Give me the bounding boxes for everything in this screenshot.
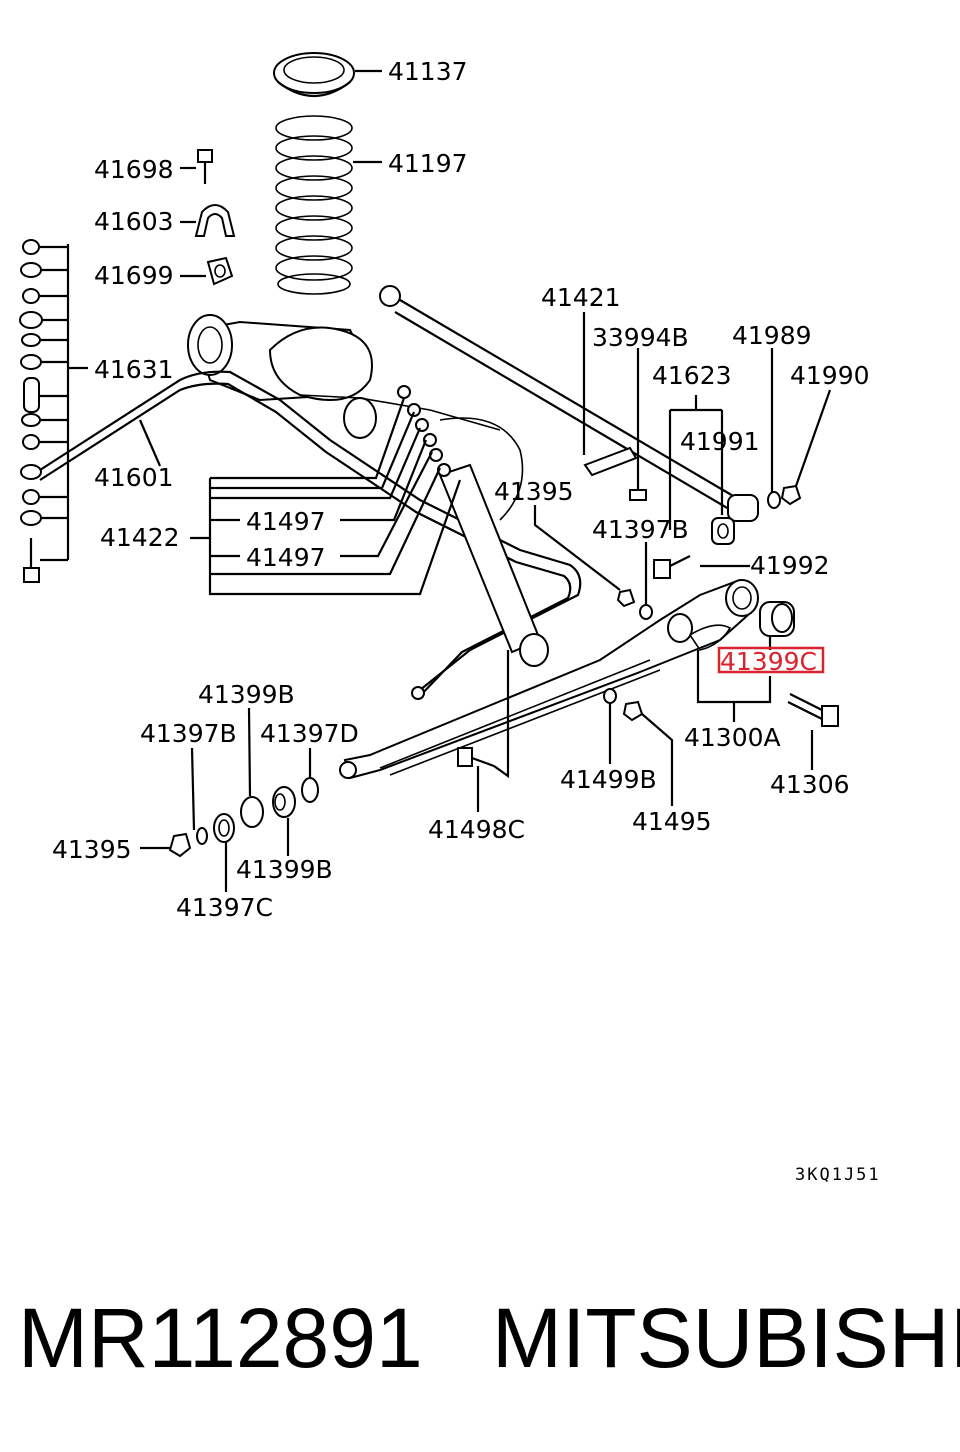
leader-41422	[190, 397, 462, 596]
bolt-41992	[653, 555, 691, 579]
leader-41601	[138, 419, 162, 467]
leader-41498c-shock	[493, 650, 510, 779]
label-41399b-a: 41399B	[198, 680, 295, 709]
stabilizer-bushing	[206, 256, 234, 286]
label-41397b-a: 41397B	[592, 515, 689, 544]
label-41399c: 41399C	[720, 647, 817, 676]
leader-41399b-a	[247, 707, 252, 797]
nut-41395a	[616, 588, 636, 608]
highlight-box	[717, 646, 825, 674]
label-41306: 41306	[770, 770, 850, 799]
washer-41397b-a	[639, 604, 653, 620]
bushing-41399c	[759, 601, 795, 637]
label-41397b-b: 41397B	[140, 719, 237, 748]
diagram-code: 3KQ1J51	[795, 1165, 881, 1185]
label-41397c: 41397C	[176, 893, 273, 922]
leader-41300a	[696, 650, 772, 722]
leader-41495	[641, 713, 674, 806]
parts-diagram: 41137 41197 41698 41603 41699 41631 4160…	[19, 52, 881, 1185]
label-41422: 41422	[100, 523, 180, 552]
axle-housing	[187, 314, 524, 521]
label-41395-a: 41395	[494, 477, 574, 506]
spring-seat	[273, 52, 355, 98]
label-41137: 41137	[388, 57, 468, 86]
label-41631: 41631	[94, 355, 174, 384]
stabilizer-bar	[39, 370, 582, 700]
shock-absorber	[397, 385, 549, 667]
label-41399b-b: 41399B	[236, 855, 333, 884]
label-41421: 41421	[541, 283, 621, 312]
label-41989: 41989	[732, 321, 812, 350]
label-41601: 41601	[94, 463, 174, 492]
lateral-rod	[379, 285, 759, 522]
label-41990: 41990	[790, 361, 870, 390]
coil-spring	[275, 115, 353, 295]
label-41498c: 41498C	[428, 815, 525, 844]
label-41197: 41197	[388, 149, 468, 178]
washer-41989	[767, 491, 781, 509]
bolt-41498c	[457, 747, 495, 768]
stabilizer-link-kit	[19, 239, 70, 583]
label-41499b: 41499B	[560, 765, 657, 794]
footer: MR112891 MITSUBISHI	[0, 1290, 960, 1400]
label-41699: 41699	[94, 261, 174, 290]
leader-41395a	[533, 505, 621, 591]
label-41603: 41603	[94, 207, 174, 236]
label-41397d: 41397D	[260, 719, 359, 748]
label-41992: 41992	[750, 551, 830, 580]
lateral-rod-bracket	[583, 446, 638, 477]
nut-41495	[622, 700, 644, 722]
bracket-bolt-33994b	[629, 470, 647, 501]
bolt-41306	[787, 693, 839, 727]
leader-41397b-b	[190, 747, 196, 831]
label-41623: 41623	[652, 361, 732, 390]
part-number: MR112891	[18, 1291, 423, 1385]
brand-name: MITSUBISHI	[492, 1291, 960, 1385]
stabilizer-clamp	[194, 204, 236, 237]
washer-41499b	[603, 688, 617, 704]
label-41300a: 41300A	[684, 723, 781, 752]
label-41395-b: 41395	[52, 835, 132, 864]
label-33994b: 33994B	[592, 323, 689, 352]
label-41991: 41991	[680, 427, 760, 456]
label-41497-a: 41497	[246, 507, 326, 536]
label-41497-b: 41497	[246, 543, 326, 572]
leader-41990	[794, 389, 832, 487]
label-41495: 41495	[632, 807, 712, 836]
nut-41990	[780, 484, 802, 506]
trailing-arm	[339, 578, 759, 780]
lateral-rod-bushings	[711, 517, 735, 545]
label-41698: 41698	[94, 155, 174, 184]
bracket-bolt	[197, 149, 213, 184]
